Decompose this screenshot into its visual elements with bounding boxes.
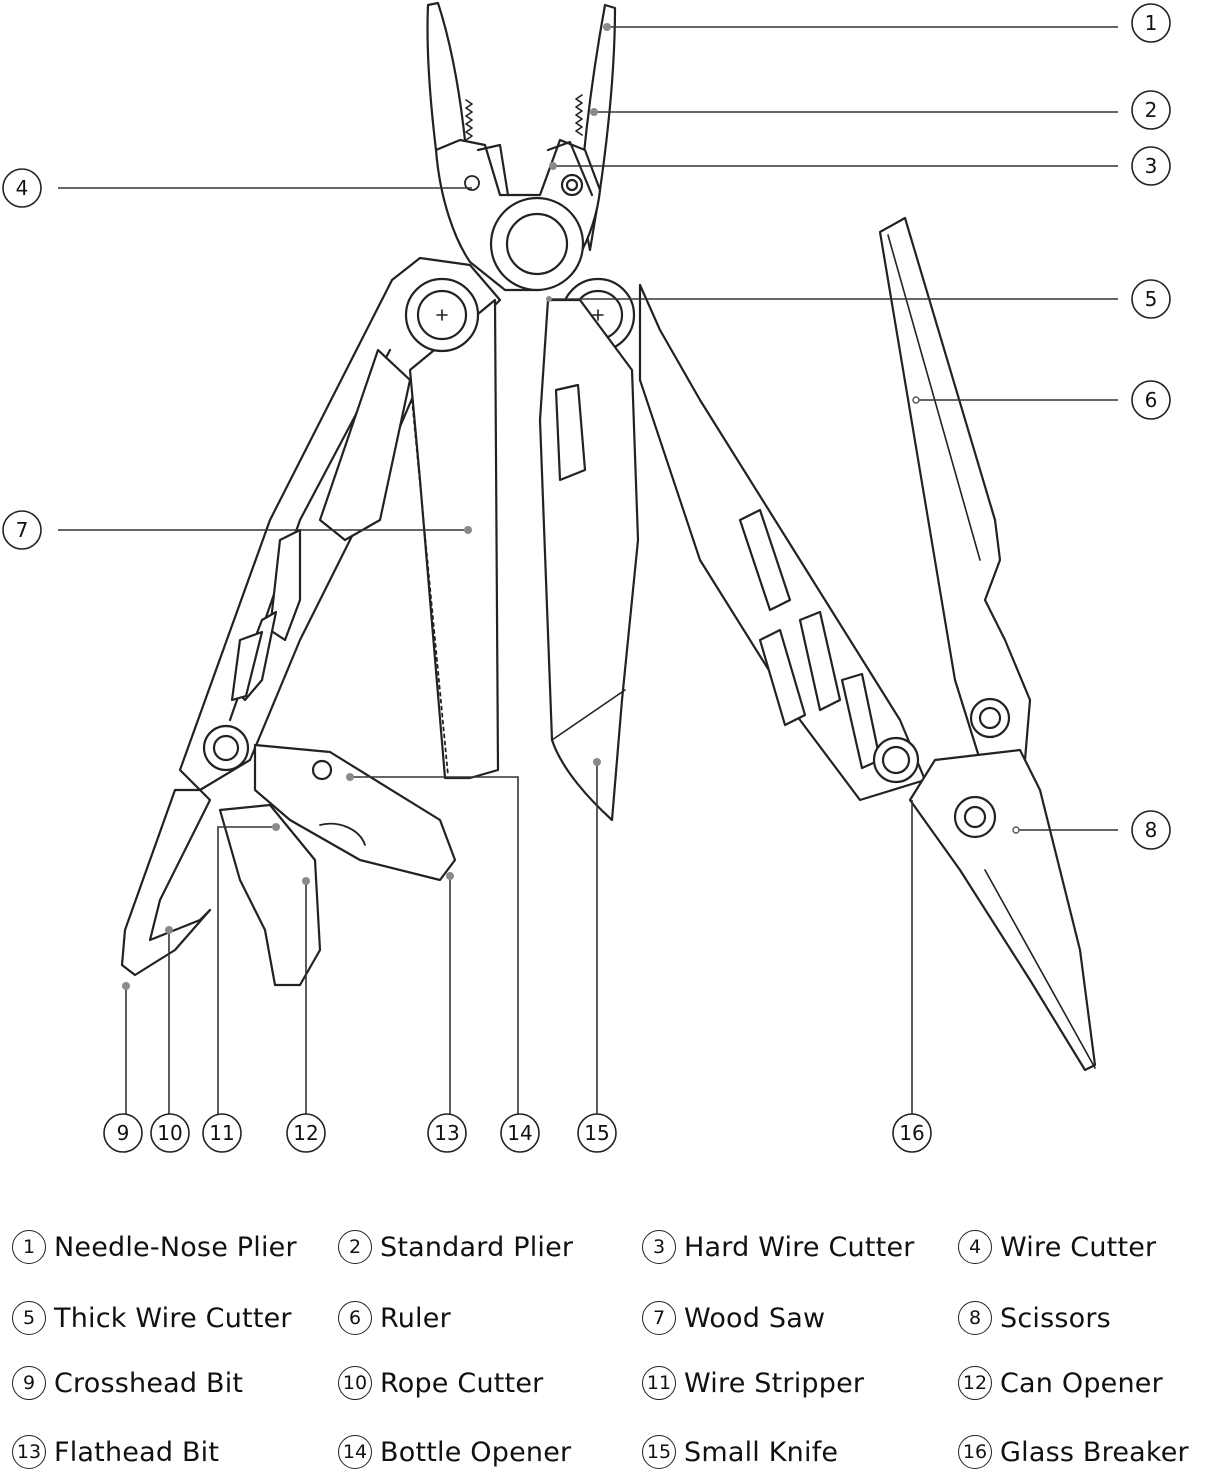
wood-saw-drawing (408, 298, 500, 780)
callout-number: 7 (16, 518, 29, 542)
legend-label: Thick Wire Cutter (54, 1302, 292, 1334)
callout-5: 5 (1131, 279, 1171, 319)
legend-label: Bottle Opener (380, 1436, 572, 1468)
legend-number: 3 (642, 1230, 676, 1264)
right-handle-drawing (638, 283, 927, 802)
callout-9: 9 (103, 1113, 143, 1153)
legend-label: Hard Wire Cutter (684, 1231, 915, 1263)
callout-number: 8 (1145, 818, 1158, 842)
callout-3: 3 (1131, 146, 1171, 186)
legend-number: 16 (958, 1435, 992, 1469)
legend-number: 11 (642, 1366, 676, 1400)
callout-number: 11 (209, 1121, 234, 1145)
legend-label: Needle-Nose Plier (54, 1231, 297, 1263)
legend-number: 9 (12, 1366, 46, 1400)
legend-label: Rope Cutter (380, 1367, 544, 1399)
callout-6: 6 (1131, 380, 1171, 420)
legend-number: 4 (958, 1230, 992, 1264)
callout-number: 15 (584, 1121, 609, 1145)
callout-4: 4 (2, 168, 42, 208)
callout-1: 1 (1131, 3, 1171, 43)
callout-8: 8 (1131, 810, 1171, 850)
callout-number: 9 (117, 1121, 130, 1145)
legend-number: 8 (958, 1301, 992, 1335)
legend-number: 6 (338, 1301, 372, 1335)
callout-number: 12 (293, 1121, 318, 1145)
callout-7: 7 (2, 510, 42, 550)
legend-label: Wood Saw (684, 1302, 826, 1334)
callout-number: 1 (1145, 11, 1158, 35)
left-handle-drawing (178, 256, 502, 792)
callout-11: 11 (202, 1113, 242, 1153)
legend-number: 7 (642, 1301, 676, 1335)
callout-14: 14 (500, 1113, 540, 1153)
legend-label: Standard Plier (380, 1231, 574, 1263)
legend-label: Wire Stripper (684, 1367, 865, 1399)
legend-label: Small Knife (684, 1436, 839, 1468)
ruler-drawing (878, 216, 1032, 762)
legend-label: Glass Breaker (1000, 1436, 1189, 1468)
callout-number: 14 (507, 1121, 532, 1145)
callout-number: 16 (899, 1121, 924, 1145)
callout-13: 13 (427, 1113, 467, 1153)
scissors-drawing (908, 748, 1097, 1072)
bottom-left-tools-drawing (120, 724, 457, 987)
callout-number: 5 (1145, 287, 1158, 311)
plier-jaws-drawing (426, 1, 617, 292)
callout-10: 10 (150, 1113, 190, 1153)
callout-number: 3 (1145, 154, 1158, 178)
callout-number: 10 (157, 1121, 182, 1145)
callout-16: 16 (892, 1113, 932, 1153)
legend-number: 13 (12, 1435, 46, 1469)
legend-label: Ruler (380, 1302, 451, 1334)
legend-number: 15 (642, 1435, 676, 1469)
legend-number: 1 (12, 1230, 46, 1264)
legend-number: 14 (338, 1435, 372, 1469)
callout-15: 15 (577, 1113, 617, 1153)
legend-number: 5 (12, 1301, 46, 1335)
legend-number: 10 (338, 1366, 372, 1400)
legend-label: Flathead Bit (54, 1436, 220, 1468)
legend-label: Scissors (1000, 1302, 1111, 1334)
legend-label: Wire Cutter (1000, 1231, 1157, 1263)
callout-number: 13 (434, 1121, 459, 1145)
legend-number: 12 (958, 1366, 992, 1400)
callout-2: 2 (1131, 90, 1171, 130)
legend-number: 2 (338, 1230, 372, 1264)
legend-label: Crosshead Bit (54, 1367, 244, 1399)
callout-number: 6 (1145, 388, 1158, 412)
small-knife-drawing (538, 298, 640, 822)
callout-number: 2 (1145, 98, 1158, 122)
callout-number: 4 (16, 176, 29, 200)
legend-label: Can Opener (1000, 1367, 1163, 1399)
callout-12: 12 (286, 1113, 326, 1153)
